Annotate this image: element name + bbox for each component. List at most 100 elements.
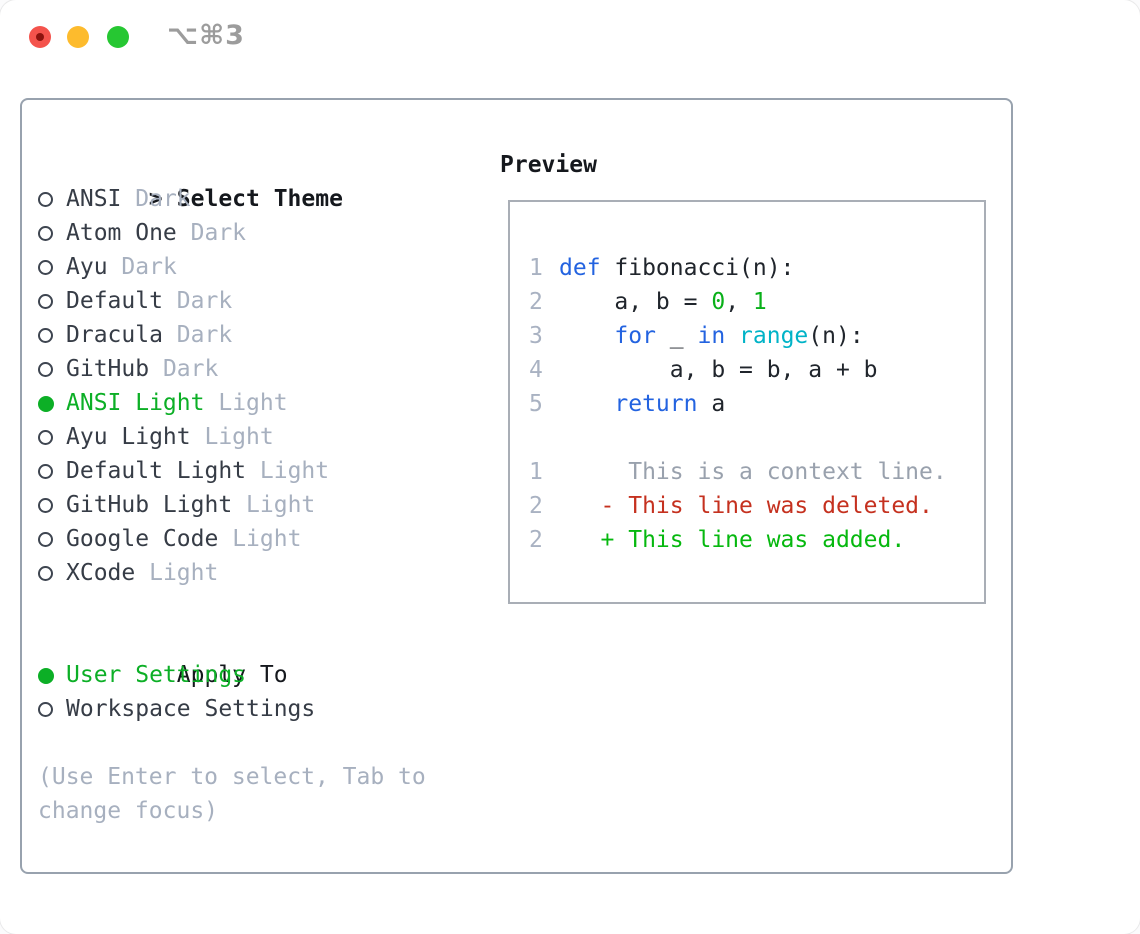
theme-option-ansi[interactable]: ANSI Dark <box>38 182 470 216</box>
radio-dot-outline <box>38 328 53 343</box>
theme-name: Default <box>66 288 163 314</box>
theme-name: Default Light <box>66 458 247 484</box>
theme-option-dracula[interactable]: Dracula Dark <box>38 318 470 352</box>
token-kw: for <box>614 323 656 349</box>
theme-option-google-code[interactable]: Google Code Light <box>38 522 470 556</box>
select-theme-title: Select Theme <box>176 186 343 212</box>
theme-variant-badge: Light <box>218 390 288 416</box>
radio-icon <box>38 284 66 318</box>
minimize-button[interactable] <box>67 26 89 48</box>
apply-option-workspace-settings[interactable]: Workspace Settings <box>38 692 470 726</box>
theme-variant-badge: Light <box>232 526 302 552</box>
line-number: 5 <box>529 391 543 417</box>
radio-icon <box>38 250 66 284</box>
apply-option-label: User Settings <box>66 662 247 688</box>
theme-name: Google Code <box>66 526 219 552</box>
preview-title: Preview <box>500 152 597 178</box>
theme-name: Ayu <box>66 254 108 280</box>
theme-name: XCode <box>66 560 136 586</box>
radio-dot-outline <box>38 192 53 207</box>
select-theme-header-row: > Select Theme <box>38 148 470 212</box>
preview-line-5: 5 return a <box>529 387 984 421</box>
preview-line-7: 1 This is a context line. <box>529 455 984 489</box>
theme-variant-badge: Dark <box>176 322 233 348</box>
theme-name: ANSI <box>66 186 122 212</box>
radio-dot-outline <box>38 226 53 241</box>
radio-icon <box>38 454 66 488</box>
theme-name: Dracula <box>66 322 163 348</box>
theme-option-github-light[interactable]: GitHub Light Light <box>38 488 470 522</box>
radio-dot-outline <box>38 430 53 445</box>
radio-icon <box>38 318 66 352</box>
section-gap <box>38 726 470 760</box>
maximize-button[interactable] <box>107 26 129 48</box>
radio-icon <box>38 488 66 522</box>
section-gap <box>38 590 470 624</box>
theme-name: Ayu Light <box>66 424 191 450</box>
theme-option-xcode[interactable]: XCode Light <box>38 556 470 590</box>
token-plain: a, b = <box>559 289 712 315</box>
apply-option-label: Workspace Settings <box>66 696 316 722</box>
radio-dot-filled <box>38 396 54 412</box>
line-number: 1 <box>529 255 543 281</box>
radio-icon <box>38 556 66 590</box>
theme-name: GitHub Light <box>66 492 233 518</box>
apply-option-user-settings[interactable]: User Settings <box>38 658 470 692</box>
token-plain: , <box>725 289 753 315</box>
token-plain <box>725 323 739 349</box>
apply-to-title: Apply To <box>176 662 288 688</box>
theme-variant-badge: Light <box>259 458 330 484</box>
focus-caret-icon: > <box>148 186 163 212</box>
theme-variant-badge: Light <box>246 492 316 518</box>
theme-name: GitHub <box>66 356 150 382</box>
preview-line-4: 4 a, b = b, a + b <box>529 353 984 387</box>
preview-line-8: 2 - This line was deleted. <box>529 489 984 523</box>
line-number: 2 <box>529 289 543 315</box>
token-kw: def <box>559 255 601 281</box>
theme-option-default-light[interactable]: Default Light Light <box>38 454 470 488</box>
theme-variant-badge: Dark <box>121 254 177 280</box>
theme-option-ayu-light[interactable]: Ayu Light Light <box>38 420 470 454</box>
theme-option-atom-one[interactable]: Atom One Dark <box>38 216 470 250</box>
token-context: This is a context line. <box>559 459 947 485</box>
line-number: 1 <box>529 459 543 485</box>
window-title-shortcut: ⌥⌘3 <box>167 20 245 51</box>
radio-icon <box>38 182 66 216</box>
token-plain <box>559 323 614 349</box>
token-plain: _ <box>655 323 698 349</box>
token-plain: a, b = b, a + b <box>559 357 878 383</box>
theme-variant-badge: Light <box>204 424 274 450</box>
radio-icon <box>38 216 66 250</box>
keyboard-hint: (Use Enter to select, Tab to change focu… <box>38 764 426 824</box>
theme-option-default[interactable]: Default Dark <box>38 284 470 318</box>
line-number: 4 <box>529 357 543 383</box>
preview-blank-line <box>529 421 984 455</box>
theme-name: Atom One <box>66 220 177 246</box>
theme-option-ayu[interactable]: Ayu Dark <box>38 250 470 284</box>
preview-line-9: 2 + This line was added. <box>529 523 984 557</box>
close-button[interactable] <box>29 26 51 48</box>
radio-dot-outline <box>38 362 53 377</box>
theme-option-ansi-light[interactable]: ANSI Light Light <box>38 386 470 420</box>
token-kw: return <box>614 391 698 417</box>
radio-icon <box>38 420 66 454</box>
radio-dot-outline <box>38 294 53 309</box>
radio-dot-outline <box>38 498 53 513</box>
token-plain <box>559 391 614 417</box>
close-dot-icon <box>36 33 44 41</box>
preview-line-3: 3 for _ in range(n): <box>529 319 984 353</box>
token-deleted: - This line was deleted. <box>559 493 933 519</box>
radio-selected-icon <box>38 658 66 692</box>
theme-variant-badge: Dark <box>135 186 191 212</box>
theme-option-github[interactable]: GitHub Dark <box>38 352 470 386</box>
radio-dot-outline <box>38 566 53 581</box>
radio-icon <box>38 692 66 726</box>
theme-variant-badge: Dark <box>176 288 233 314</box>
token-lit: 1 <box>752 289 767 315</box>
